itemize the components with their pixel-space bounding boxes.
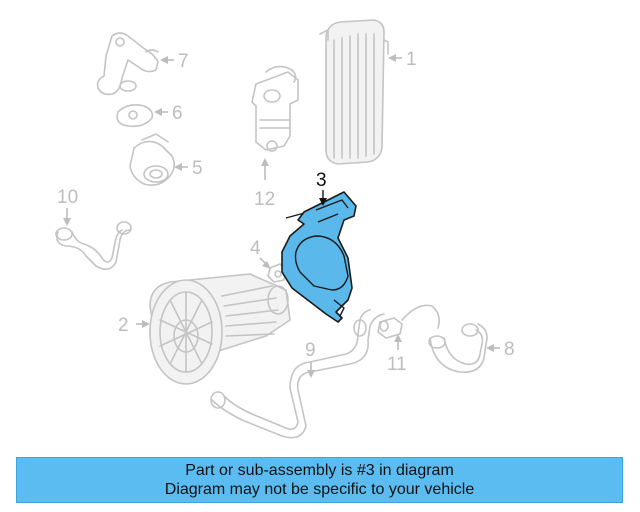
callout-5: 5 <box>174 158 203 179</box>
callout-12: 12 <box>254 158 275 210</box>
part-5-valve <box>129 133 176 186</box>
callout-9: 9 <box>305 340 316 378</box>
svg-text:9: 9 <box>305 340 316 361</box>
svg-text:8: 8 <box>504 339 515 360</box>
part-10-hose <box>55 221 132 270</box>
svg-text:4: 4 <box>250 238 261 259</box>
callout-3: 3 <box>316 170 327 206</box>
banner-line-1: Part or sub-assembly is #3 in diagram <box>185 462 454 479</box>
svg-text:10: 10 <box>57 187 78 208</box>
callout-4: 4 <box>250 238 271 269</box>
part-2-air-pump <box>149 273 291 385</box>
part-1-cooler <box>319 19 389 165</box>
info-banner: Part or sub-assembly is #3 in diagram Di… <box>16 457 623 503</box>
callout-2: 2 <box>118 315 150 336</box>
part-11-connector <box>377 304 440 339</box>
callout-8: 8 <box>486 339 515 360</box>
svg-text:7: 7 <box>178 51 189 72</box>
part-4-fitting <box>267 263 287 283</box>
part-12-valve-assembly <box>251 65 299 152</box>
part-6-gasket <box>116 104 154 128</box>
banner-line-2: Diagram may not be specific to your vehi… <box>164 481 475 498</box>
svg-text:11: 11 <box>387 354 407 375</box>
callout-6: 6 <box>154 103 183 124</box>
svg-text:12: 12 <box>254 189 275 210</box>
callout-7: 7 <box>160 51 189 72</box>
part-7-bracket <box>96 32 159 96</box>
callout-1: 1 <box>388 49 417 70</box>
svg-text:2: 2 <box>118 315 129 336</box>
callout-11: 11 <box>387 334 407 375</box>
svg-text:6: 6 <box>172 103 183 124</box>
svg-text:5: 5 <box>192 158 203 179</box>
parts-diagram: 1 2 3 4 5 6 7 8 9 10 <box>55 19 515 439</box>
svg-text:1: 1 <box>406 49 417 70</box>
callout-10: 10 <box>57 187 78 226</box>
part-8-hose <box>428 323 488 374</box>
part-3-bracket-highlighted <box>281 191 357 323</box>
svg-text:3: 3 <box>316 170 327 191</box>
part-9-hose <box>210 309 385 439</box>
